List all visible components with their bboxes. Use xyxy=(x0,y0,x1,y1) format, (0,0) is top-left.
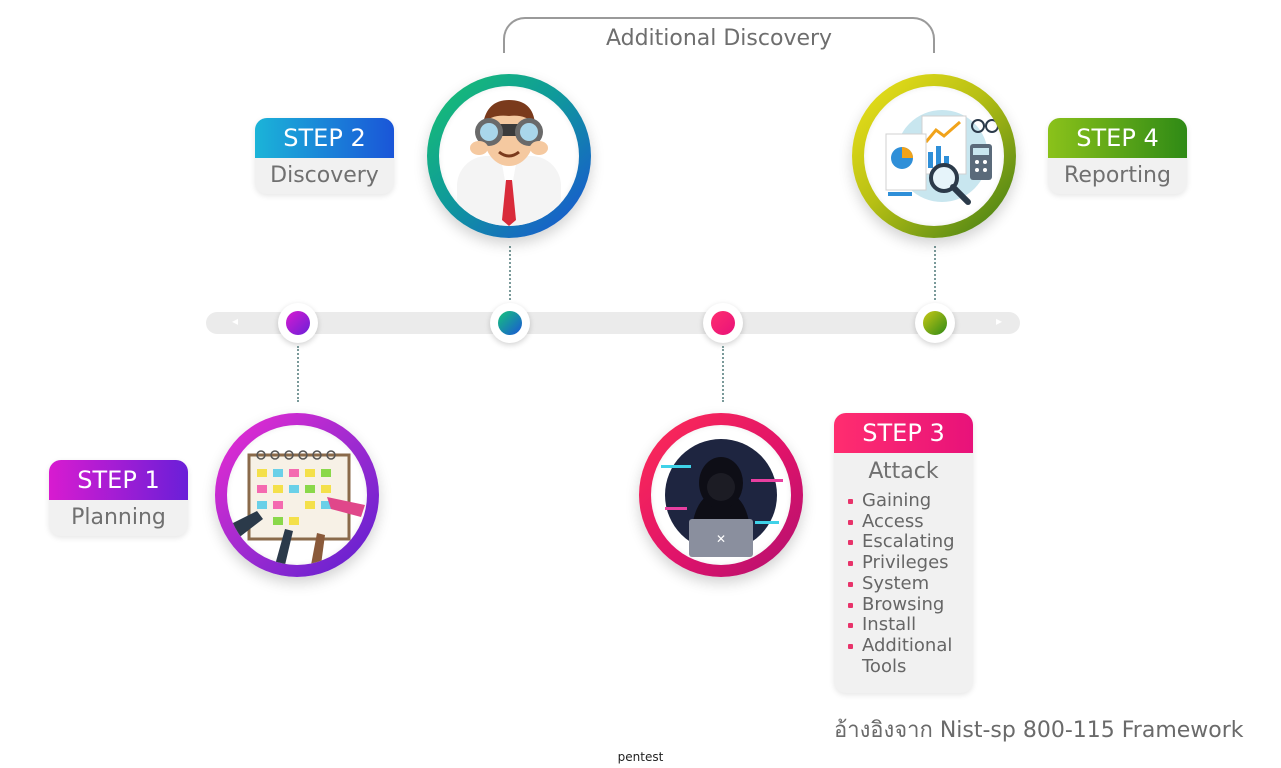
step-1-circle xyxy=(215,413,379,577)
binoculars-man-icon xyxy=(457,100,561,226)
list-item: System xyxy=(848,573,955,595)
image-caption: pentest xyxy=(617,750,664,764)
step-3-subtitle: Attack xyxy=(834,453,973,491)
list-item: Tools xyxy=(862,655,907,677)
source-credit: อ้างอิงจาก Nist-sp 800-115 Framework xyxy=(834,718,1244,743)
step-1-title: STEP 1 xyxy=(49,460,188,500)
svg-text:✕: ✕ xyxy=(716,532,726,546)
step-1-card: STEP 1 Planning xyxy=(49,460,188,536)
list-item: Install xyxy=(848,615,955,636)
list-item: Access xyxy=(848,511,955,533)
list-item: Browsing xyxy=(848,594,955,616)
timeline-node-step-4 xyxy=(915,303,955,343)
step-4-title: STEP 4 xyxy=(1048,118,1187,158)
step-3-card: STEP 3 Attack Gaining Access Escalating … xyxy=(834,413,973,693)
additional-discovery-bracket xyxy=(503,17,935,53)
step-1-subtitle: Planning xyxy=(49,500,188,536)
step-4-subtitle: Reporting xyxy=(1048,158,1187,194)
step-4-circle xyxy=(852,74,1016,238)
connector-step-1 xyxy=(297,346,299,402)
hacker-laptop-icon: ✕ xyxy=(661,439,783,557)
step-2-subtitle: Discovery xyxy=(255,158,394,194)
timeline-left-arrow-icon: ◂ xyxy=(232,314,239,328)
attack-techniques-list: Gaining Access Escalating Privileges Sys… xyxy=(848,490,955,677)
step-4-card: STEP 4 Reporting xyxy=(1048,118,1187,194)
timeline-node-step-2 xyxy=(490,303,530,343)
connector-step-4 xyxy=(934,246,936,300)
additional-discovery-label: Additional Discovery xyxy=(503,26,935,51)
list-item: Additional xyxy=(848,635,955,657)
connector-step-3 xyxy=(722,346,724,402)
timeline-right-arrow-icon: ▸ xyxy=(996,314,1003,328)
step-2-card: STEP 2 Discovery xyxy=(255,118,394,194)
step-3-circle: ✕ xyxy=(639,413,803,577)
step-3-title: STEP 3 xyxy=(834,413,973,453)
list-item: Escalating xyxy=(848,532,955,553)
list-item: Gaining xyxy=(848,490,955,512)
timeline-track xyxy=(206,312,1020,334)
connector-step-2 xyxy=(509,246,511,300)
step-2-circle xyxy=(427,74,591,238)
timeline-node-step-3 xyxy=(703,303,743,343)
planning-board-icon xyxy=(229,450,365,565)
report-analytics-icon xyxy=(885,110,999,205)
list-item: Privileges xyxy=(848,552,955,574)
step-2-title: STEP 2 xyxy=(255,118,394,158)
timeline-node-step-1 xyxy=(278,303,318,343)
